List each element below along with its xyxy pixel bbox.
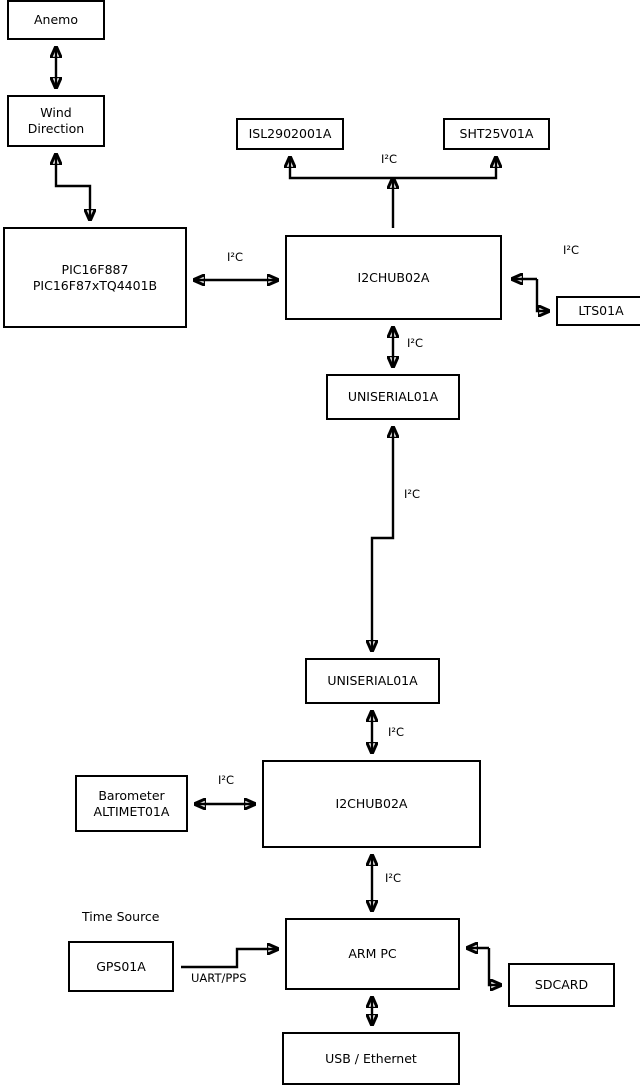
wire-uniserial1-uniserial2 xyxy=(372,427,393,651)
node-hub_bottom[interactable]: I2CHUB02A xyxy=(262,760,481,848)
node-hub_top[interactable]: I2CHUB02A xyxy=(285,235,502,320)
node-label-hub_bottom: I2CHUB02A xyxy=(335,796,408,811)
node-label-isl: ISL2902001A xyxy=(248,126,332,141)
node-uniserial_2[interactable]: UNISERIAL01A xyxy=(305,658,440,704)
node-wind[interactable]: Wind Direction xyxy=(7,95,105,147)
node-label-barometer: Barometer ALTIMET01A xyxy=(93,787,170,819)
wire-hub-sht xyxy=(393,157,496,180)
edge-label-i2c_hub2_arm: I²C xyxy=(385,871,402,885)
node-armpc[interactable]: ARM PC xyxy=(285,918,460,990)
edge-label-i2c_hub_lts: I²C xyxy=(563,243,580,257)
node-pic[interactable]: PIC16F887 PIC16F87xTQ4401B xyxy=(3,227,187,328)
node-gps[interactable]: GPS01A xyxy=(68,941,174,992)
node-label-gps: GPS01A xyxy=(96,958,146,974)
node-label-uniserial_2: UNISERIAL01A xyxy=(327,673,418,688)
edge-label-i2c_uni2_hub2: I²C xyxy=(388,725,405,739)
wire-arm-sdcard-out xyxy=(487,948,501,985)
node-lts[interactable]: LTS01A xyxy=(556,296,640,326)
node-label-sht: SHT25V01A xyxy=(459,126,534,141)
node-label-lts: LTS01A xyxy=(578,303,624,318)
wire-hub-lts-out xyxy=(535,279,549,311)
node-sht[interactable]: SHT25V01A xyxy=(443,118,550,150)
node-isl[interactable]: ISL2902001A xyxy=(236,118,344,150)
node-barometer[interactable]: Barometer ALTIMET01A xyxy=(75,775,188,832)
edge-label-uart_pps: UART/PPS xyxy=(191,971,247,985)
edge-label-i2c_hub_uniserial: I²C xyxy=(407,336,424,350)
wire-hub-isl xyxy=(290,157,393,180)
node-label-pic: PIC16F887 PIC16F87xTQ4401B xyxy=(32,261,158,293)
wire-wind-pic xyxy=(56,154,90,220)
edge-label-i2c_baro_hub2: I²C xyxy=(218,773,235,787)
node-label-usb_ethernet: USB / Ethernet xyxy=(325,1050,417,1066)
edge-label-i2c_uniserial_link: I²C xyxy=(404,487,421,501)
wire-gps-arm xyxy=(181,949,278,969)
free-label-time_source: Time Source xyxy=(82,909,160,924)
node-label-sdcard: SDCARD xyxy=(534,977,589,992)
node-usb_ethernet[interactable]: USB / Ethernet xyxy=(282,1032,460,1085)
node-label-anemo: Anemo xyxy=(34,12,78,27)
node-label-hub_top: I2CHUB02A xyxy=(357,269,430,285)
node-anemo[interactable]: Anemo xyxy=(7,0,105,40)
node-sdcard[interactable]: SDCARD xyxy=(508,963,615,1007)
edge-label-i2c_hub_sensors: I²C xyxy=(381,152,398,166)
node-label-armpc: ARM PC xyxy=(348,946,397,961)
node-label-wind: Wind Direction xyxy=(27,105,85,136)
edge-label-i2c_pic_hub: I²C xyxy=(227,250,244,264)
node-uniserial_1[interactable]: UNISERIAL01A xyxy=(326,374,460,420)
node-label-uniserial_1: UNISERIAL01A xyxy=(347,389,439,404)
